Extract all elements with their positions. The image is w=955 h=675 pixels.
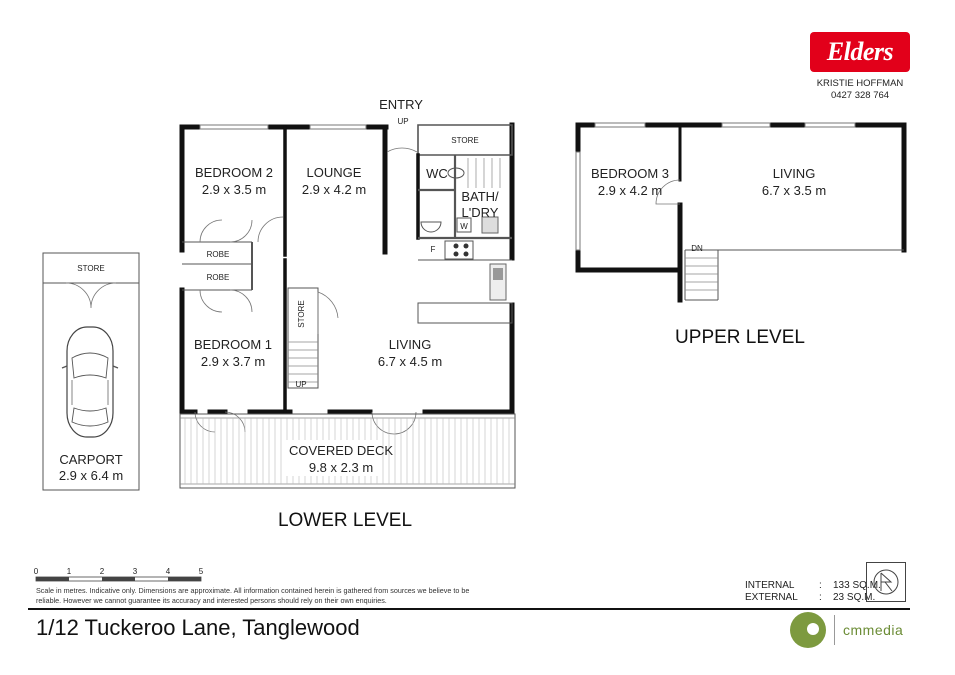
upper-level: DN BEDROOM 3 2.9 x 4.2 m LIVING 6.7 x 3.… [575, 122, 907, 348]
area-summary: INTERNAL:133 SQ.M. EXTERNAL:23 SQ.M. [745, 580, 893, 604]
scale-bar: 0 1 2 3 4 5 [34, 567, 204, 582]
carport-size: 2.9 x 6.4 m [59, 468, 123, 483]
upper-level-label: UPPER LEVEL [675, 327, 805, 348]
bath-label-1: BATH/ [461, 189, 499, 204]
scale-tick: 3 [133, 567, 138, 576]
bedroom3-size: 2.9 x 4.2 m [598, 183, 662, 198]
bath-label-2: L'DRY [462, 205, 499, 220]
bedroom2-size: 2.9 x 3.5 m [202, 182, 266, 197]
upper-dn-label: DN [691, 244, 703, 253]
bedroom2-name: BEDROOM 2 [195, 165, 273, 180]
lower-level: F W [179, 97, 516, 531]
disclaimer: Scale in metres. Indicative only. Dimens… [36, 586, 470, 605]
deck-name: COVERED DECK [289, 443, 393, 458]
north-compass-icon [866, 562, 906, 602]
cmmedia-mark-icon [790, 612, 826, 648]
bedroom1-name: BEDROOM 1 [194, 337, 272, 352]
entry-label: ENTRY [379, 97, 423, 112]
robe2-label: ROBE [207, 273, 230, 282]
elders-logo: Elders [810, 32, 910, 72]
carport: STORE CARPORT 2.9 x 6.4 m [42, 252, 140, 491]
carport-store-label: STORE [77, 264, 104, 273]
living-upper-name: LIVING [773, 166, 816, 181]
carport-name: CARPORT [59, 452, 122, 467]
external-value: 23 SQ.M. [833, 592, 876, 603]
entry-up-label: UP [397, 117, 408, 126]
car-icon [61, 326, 119, 438]
internal-label: INTERNAL [745, 580, 795, 591]
scale-tick: 4 [166, 567, 171, 576]
cmmedia-text: cmmedia [843, 622, 904, 638]
living-lower-name: LIVING [389, 337, 432, 352]
store-top-label: STORE [451, 136, 478, 145]
agent-name: KRISTIE HOFFMAN [816, 78, 904, 89]
lounge-name: LOUNGE [307, 165, 362, 180]
external-label: EXTERNAL [745, 592, 798, 603]
deck-size: 9.8 x 2.3 m [309, 460, 373, 475]
logo-text: Elders [826, 37, 894, 66]
scale-tick: 2 [100, 567, 105, 576]
property-address: 1/12 Tuckeroo Lane, Tanglewood [36, 615, 360, 640]
store-stair-label: STORE [297, 300, 306, 327]
fridge-label: F [431, 245, 436, 254]
living-lower-size: 6.7 x 4.5 m [378, 354, 442, 369]
lounge-size: 2.9 x 4.2 m [302, 182, 366, 197]
living-upper-size: 6.7 x 3.5 m [762, 183, 826, 198]
separator: : [819, 580, 822, 591]
scale-tick: 0 [34, 567, 39, 576]
cmmedia-logo: cmmedia [790, 612, 903, 648]
footer-rule [28, 608, 910, 610]
stair-up-label: UP [295, 380, 306, 389]
internal-value: 133 SQ.M. [833, 580, 881, 591]
lower-level-label: LOWER LEVEL [278, 510, 412, 531]
scale-tick: 5 [199, 567, 204, 576]
separator: : [819, 592, 822, 603]
agent-phone: 0427 328 764 [830, 90, 890, 101]
wc-label: WC [426, 166, 448, 181]
scale-tick: 1 [67, 567, 72, 576]
bedroom3-name: BEDROOM 3 [591, 166, 669, 181]
robe1-label: ROBE [207, 250, 230, 259]
washer-label: W [460, 222, 468, 231]
bedroom1-size: 2.9 x 3.7 m [201, 354, 265, 369]
